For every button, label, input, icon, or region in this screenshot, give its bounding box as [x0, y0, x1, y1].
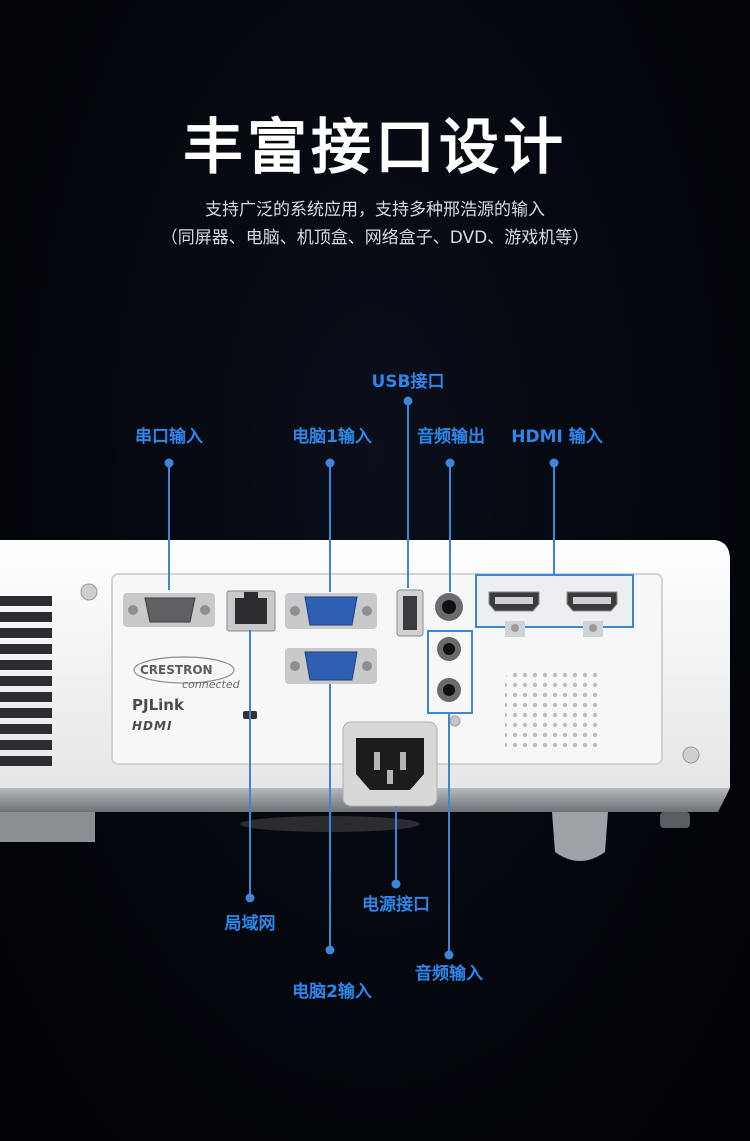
- label-usb-port: USB接口: [371, 372, 445, 392]
- label-hdmi-input: HDMI 输入: [511, 427, 603, 447]
- pjlink-logo: PJLink: [132, 696, 185, 714]
- label-audio-input: 音频输入: [415, 964, 483, 984]
- speaker-grille: [505, 672, 603, 752]
- page-subtitle-line2: （同屏器、电脑、机顶盒、网络盒子、DVD、游戏机等）: [160, 228, 590, 248]
- lan-port: [226, 590, 276, 632]
- page-subtitle-line1: 支持广泛的系统应用，支持多种邢浩源的输入: [205, 200, 545, 220]
- label-pc1-input: 电脑1输入: [292, 427, 372, 447]
- label-serial-input: 串口输入: [135, 427, 203, 447]
- label-pc2-input: 电脑2输入: [292, 982, 372, 1002]
- usb-port: [396, 589, 424, 637]
- audio-in-jack-2: [437, 678, 461, 702]
- hdmi-logo: HDMI: [132, 719, 172, 733]
- audio-out-jack: [435, 593, 463, 621]
- vga-port-1: [285, 593, 377, 629]
- crestron-connected: connected: [182, 678, 241, 691]
- power-socket: [342, 721, 438, 807]
- vent-grille: [0, 596, 52, 766]
- callout-lines: [164, 396, 559, 960]
- label-power: 电源接口: [362, 895, 430, 915]
- crestron-logo: CRESTRON: [140, 663, 213, 677]
- projector-foot: [552, 812, 608, 861]
- serial-port: [123, 593, 215, 627]
- label-audio-output: 音频输出: [417, 427, 485, 447]
- hdmi-port-2: [566, 591, 618, 637]
- label-lan: 局域网: [224, 914, 276, 934]
- page-title: 丰富接口设计: [183, 113, 567, 183]
- audio-in-jack-1: [437, 637, 461, 661]
- hdmi-port-1: [488, 591, 540, 637]
- vga-port-2: [285, 648, 377, 684]
